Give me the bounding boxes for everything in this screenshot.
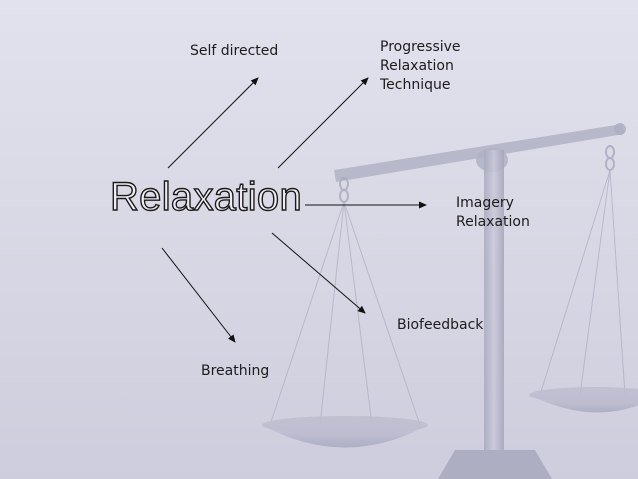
node-imagery-relaxation: Imagery Relaxation <box>456 194 530 232</box>
node-breathing: Breathing <box>201 363 270 379</box>
node-progressive-line-1: Progressive <box>380 39 461 55</box>
arrow-to-progressive <box>277 77 369 169</box>
node-biofeedback: Biofeedback <box>397 317 484 333</box>
relaxation-title: Relaxation <box>109 174 303 219</box>
node-progressive-relaxation-technique: Progressive Relaxation Technique <box>380 38 461 95</box>
arrow-to-breathing <box>161 247 236 343</box>
arrow-to-self-directed <box>167 77 259 169</box>
node-imagery-line-2: Relaxation <box>456 214 530 230</box>
arrow-to-biofeedback <box>271 232 366 314</box>
node-progressive-line-3: Technique <box>380 77 451 93</box>
node-self-directed: Self directed <box>190 43 279 59</box>
node-progressive-line-2: Relaxation <box>380 58 454 74</box>
node-imagery-line-1: Imagery <box>456 195 514 211</box>
